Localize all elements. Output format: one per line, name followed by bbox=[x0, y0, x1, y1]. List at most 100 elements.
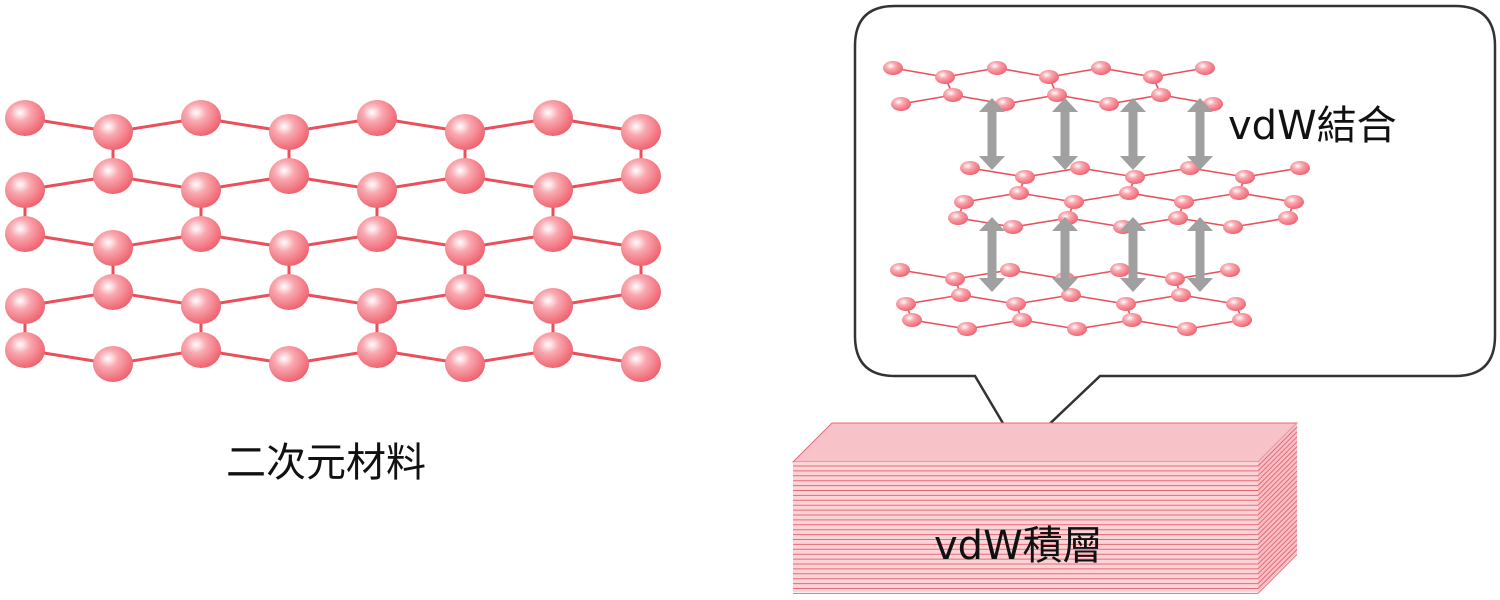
double-arrow-icon bbox=[979, 98, 1005, 170]
atom bbox=[943, 88, 963, 102]
stack-side-line bbox=[1257, 460, 1298, 501]
atom bbox=[5, 216, 45, 252]
atom bbox=[1125, 170, 1145, 184]
atom bbox=[1284, 195, 1304, 209]
atom bbox=[1226, 297, 1246, 311]
stack-side-line bbox=[1257, 519, 1298, 560]
atom bbox=[533, 288, 573, 324]
atom bbox=[1235, 170, 1255, 184]
atom bbox=[93, 230, 133, 266]
atom bbox=[181, 100, 221, 136]
atom bbox=[1119, 186, 1139, 200]
atom bbox=[1003, 220, 1023, 234]
atom bbox=[93, 274, 133, 310]
atom bbox=[5, 100, 45, 136]
stack-side-line bbox=[1257, 500, 1298, 540]
stack-side-line bbox=[1257, 441, 1298, 482]
atom bbox=[1223, 220, 1243, 234]
atom bbox=[5, 288, 45, 324]
two-d-material-label: 二次元材料 bbox=[226, 440, 426, 486]
vdw-arrows bbox=[979, 98, 1213, 292]
stack-side-line bbox=[1257, 480, 1298, 521]
atom bbox=[1177, 322, 1197, 336]
atom bbox=[1229, 186, 1249, 200]
vdw-stack-label: vdW積層 bbox=[934, 523, 1103, 569]
atom bbox=[1220, 263, 1240, 277]
atom bbox=[533, 216, 573, 252]
stack-front-face bbox=[793, 462, 1258, 592]
atom bbox=[5, 172, 45, 208]
atom bbox=[269, 230, 309, 266]
atom bbox=[269, 114, 309, 150]
atom bbox=[883, 61, 903, 75]
atom bbox=[357, 332, 397, 368]
stack-side-line bbox=[1257, 436, 1298, 477]
atom bbox=[357, 100, 397, 136]
stack-side-line bbox=[1257, 524, 1298, 565]
stack-side-line bbox=[1257, 495, 1298, 535]
atom bbox=[93, 114, 133, 150]
callout-bubble bbox=[853, 4, 1497, 454]
atom bbox=[357, 288, 397, 324]
vdw-stack-block bbox=[791, 422, 1299, 594]
atom bbox=[533, 100, 573, 136]
atom bbox=[621, 274, 661, 310]
atom bbox=[357, 172, 397, 208]
atom bbox=[1116, 297, 1136, 311]
atom bbox=[1151, 88, 1171, 102]
stack-side-line bbox=[1257, 544, 1298, 584]
atom bbox=[269, 346, 309, 382]
atom bbox=[1067, 322, 1087, 336]
atom bbox=[1168, 211, 1188, 225]
atom bbox=[1110, 263, 1130, 277]
atom bbox=[1171, 288, 1191, 302]
atom bbox=[987, 61, 1007, 75]
stack-side-line bbox=[1257, 465, 1298, 506]
stack-side-line bbox=[1257, 446, 1298, 486]
layer-middle bbox=[948, 161, 1310, 234]
double-arrow-icon bbox=[1052, 217, 1078, 292]
atom bbox=[1232, 313, 1252, 327]
atom bbox=[890, 263, 910, 277]
stack-side-line bbox=[1257, 431, 1298, 472]
atom bbox=[181, 172, 221, 208]
stack-side-line bbox=[1257, 456, 1298, 496]
stack-side-line bbox=[1257, 475, 1298, 516]
double-arrow-icon bbox=[1120, 217, 1146, 292]
atom bbox=[896, 297, 916, 311]
atom bbox=[945, 272, 965, 286]
atom bbox=[1290, 161, 1310, 175]
atom bbox=[269, 274, 309, 310]
atom bbox=[948, 211, 968, 225]
atom bbox=[1039, 70, 1059, 84]
double-arrow-icon bbox=[979, 217, 1005, 292]
stack-side-line bbox=[1257, 485, 1298, 526]
atom bbox=[1278, 211, 1298, 225]
atom bbox=[951, 288, 971, 302]
double-arrow-icon bbox=[1187, 98, 1213, 170]
stack-side-line bbox=[1257, 451, 1298, 491]
atom bbox=[1099, 97, 1119, 111]
stack-side-line bbox=[1257, 539, 1298, 580]
atom bbox=[1047, 88, 1067, 102]
atom bbox=[269, 158, 309, 194]
atom bbox=[445, 346, 485, 382]
atom bbox=[1122, 313, 1142, 327]
atom bbox=[533, 172, 573, 208]
double-arrow-icon bbox=[1120, 98, 1146, 170]
atom bbox=[1009, 186, 1029, 200]
atom bbox=[621, 230, 661, 266]
atom bbox=[1143, 70, 1163, 84]
atom bbox=[1070, 161, 1090, 175]
atom bbox=[445, 114, 485, 150]
stack-side-line bbox=[1257, 490, 1298, 531]
atom bbox=[445, 158, 485, 194]
atom bbox=[954, 195, 974, 209]
atom bbox=[445, 230, 485, 266]
atom bbox=[93, 158, 133, 194]
atom bbox=[181, 216, 221, 252]
atom bbox=[1195, 61, 1215, 75]
atom bbox=[1064, 195, 1084, 209]
stack-side-line bbox=[1257, 529, 1298, 570]
